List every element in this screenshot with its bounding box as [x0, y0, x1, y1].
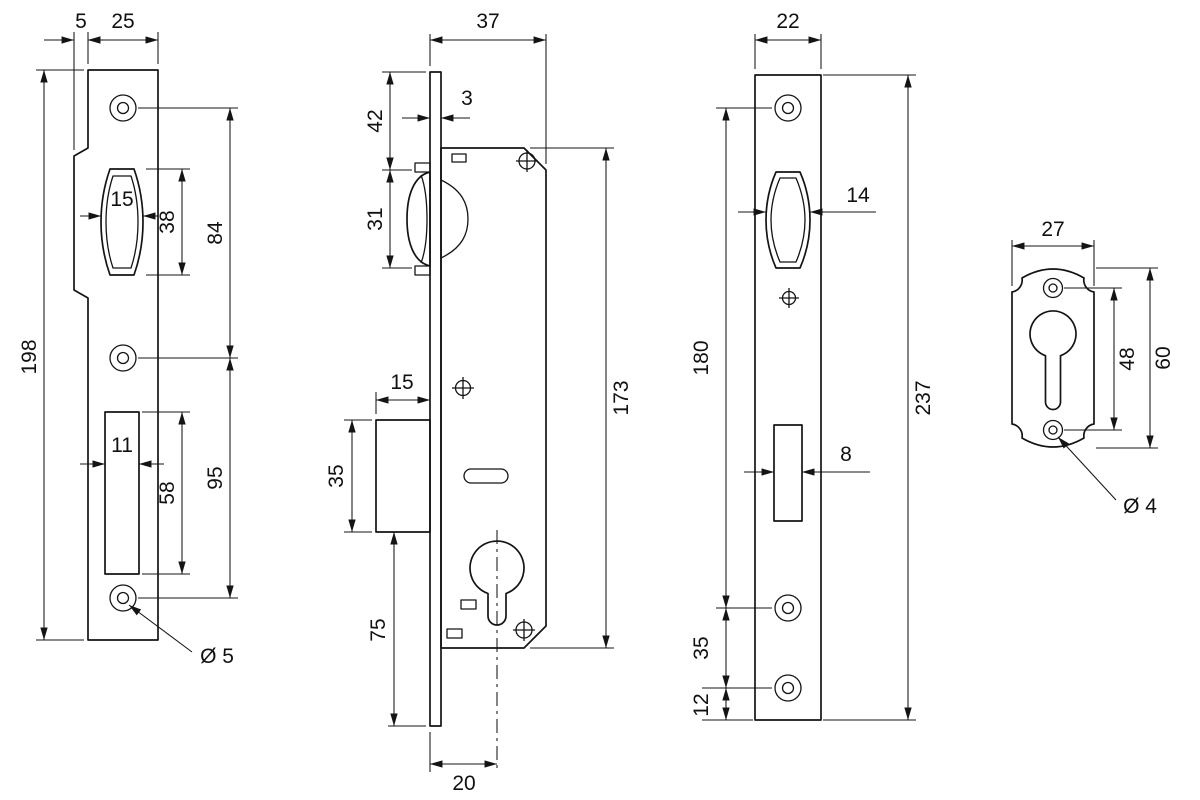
dim-strike-slot-width: 11 — [111, 434, 133, 457]
dim-body-bolt-to-bottom: 75 — [367, 618, 390, 641]
dim-strike-height: 198 — [18, 339, 41, 374]
dim-escutcheon-hole-span: 48 — [1116, 347, 1139, 370]
escutcheon-euro-keyhole — [1029, 310, 1077, 411]
dim-faceplate-bolt-cutout-width: 8 — [840, 443, 852, 466]
view-escutcheon: 27 48 60 Ø 4 — [1011, 218, 1175, 518]
dim-body-bolt-height: 35 — [325, 464, 348, 487]
escutcheon-screw-hole-top — [1042, 277, 1064, 299]
strike-bolt-cutout — [104, 411, 140, 575]
dim-faceplate-height: 237 — [912, 380, 935, 415]
lockbody-latch-bolt — [406, 153, 469, 276]
dim-faceplate-width: 22 — [776, 10, 799, 33]
faceplate-screw-symbol — [779, 288, 799, 308]
lockbody-euro-cylinder-hole — [469, 530, 525, 770]
dim-strike-hole-diameter: Ø 5 — [200, 645, 234, 668]
dim-faceplate-bottom-margin: 12 — [690, 693, 713, 716]
view-strike-plate: 5 25 198 15 38 84 11 58 — [18, 10, 238, 668]
faceplate-screw-hole-top — [774, 94, 802, 122]
lockbody-follower-slot — [463, 468, 509, 484]
strike-dimensions: 5 25 198 15 38 84 11 58 — [18, 10, 238, 668]
dim-escutcheon-height: 60 — [1152, 346, 1175, 369]
escutcheon-outline — [1011, 268, 1095, 448]
strike-screw-hole-top — [109, 94, 137, 122]
lockbody-deadbolt — [375, 419, 431, 533]
dim-faceplate-latch-cutout-width: 14 — [846, 184, 870, 207]
lockbody-screw-middle — [452, 377, 474, 399]
dim-body-faceplate-thickness: 3 — [461, 87, 473, 110]
dim-body-latch-height: 31 — [364, 207, 387, 230]
lockbody-fixing-lugs — [446, 599, 477, 639]
dim-strike-slot-height: 58 — [156, 481, 179, 504]
dim-strike-oval-height: 38 — [156, 210, 179, 233]
view-lock-body: 37 3 42 31 15 35 75 173 — [325, 10, 633, 795]
lockbody-case-outline — [440, 147, 547, 649]
escutcheon-dimensions: 27 48 60 Ø 4 — [1011, 218, 1175, 518]
strike-plate-outline — [73, 69, 159, 641]
dim-strike-top-hole-span: 84 — [204, 221, 227, 245]
dim-strike-bottom-hole-span: 95 — [204, 466, 227, 489]
lockbody-faceplate-strip — [429, 71, 442, 727]
lockbody-dimensions: 37 3 42 31 15 35 75 173 — [325, 10, 633, 795]
strike-screw-hole-bottom — [109, 584, 137, 612]
dim-escutcheon-hole-diameter: Ø 4 — [1123, 495, 1157, 518]
dim-body-height: 173 — [610, 380, 633, 415]
strike-latch-cutout — [100, 168, 144, 276]
dim-strike-thickness: 5 — [75, 10, 87, 33]
lockbody-screw-bottom — [513, 619, 535, 641]
strike-screw-hole-middle — [109, 344, 137, 372]
dim-escutcheon-width: 27 — [1041, 218, 1064, 241]
lockbody-screw-top — [516, 150, 538, 172]
dim-strike-oval-width: 15 — [110, 188, 133, 211]
dim-faceplate-hole-span: 180 — [690, 340, 713, 375]
dim-body-top-to-latch: 42 — [364, 109, 387, 132]
faceplate-dimensions: 22 180 14 8 35 12 237 — [690, 10, 935, 721]
dim-body-bolt-depth: 15 — [390, 371, 413, 394]
dim-strike-width: 25 — [111, 10, 134, 33]
dim-body-backset: 20 — [452, 772, 475, 795]
faceplate-outline — [754, 74, 822, 721]
view-faceplate: 22 180 14 8 35 12 237 — [690, 10, 935, 721]
faceplate-bolt-cutout — [773, 424, 803, 522]
faceplate-latch-cutout — [765, 171, 811, 269]
faceplate-screw-hole-lower2 — [774, 674, 802, 702]
faceplate-screw-hole-lower1 — [774, 594, 802, 622]
dim-body-width: 37 — [476, 10, 499, 33]
escutcheon-screw-hole-bottom — [1042, 419, 1064, 441]
dim-faceplate-lower-hole-gap: 35 — [690, 636, 713, 659]
